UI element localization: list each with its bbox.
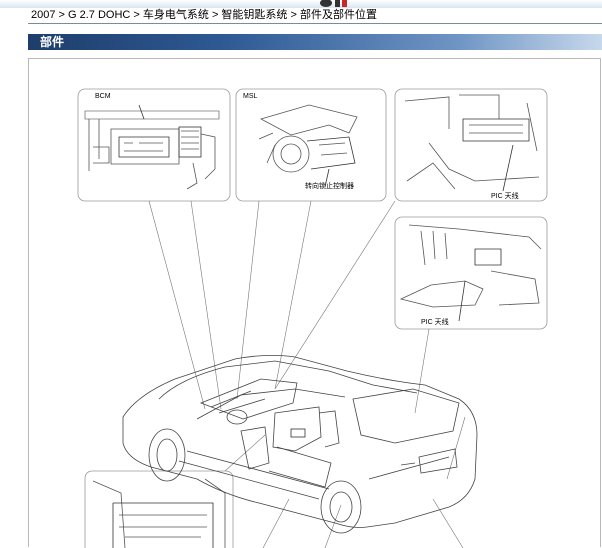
bcm-label: BCM	[95, 93, 111, 100]
bottom-left-callout	[84, 470, 234, 548]
top-strip	[0, 0, 602, 8]
pic-antenna-callout-top	[394, 88, 548, 202]
section-title: 部件	[40, 35, 65, 49]
car-illustration	[122, 355, 478, 534]
pic-antenna-label-top: PIC 天线	[491, 191, 519, 200]
section-header: 部件	[28, 34, 602, 50]
component-location-diagram: BCM MSL 转向锁止控制器 PIC 天线 PIC 天线	[28, 58, 601, 548]
leader-lines	[148, 200, 466, 548]
header-divider	[28, 23, 602, 24]
breadcrumb: 2007 > G 2.7 DOHC > 车身电气系统 > 智能钥匙系统 > 部件…	[31, 9, 377, 21]
pic-antenna-callout-mid	[394, 216, 548, 330]
diagram-svg: BCM MSL 转向锁止控制器 PIC 天线 PIC 天线	[77, 88, 548, 548]
pic-antenna-label-mid: PIC 天线	[421, 317, 449, 326]
brand-logo-icon	[320, 0, 347, 7]
bcm-callout	[77, 88, 231, 202]
msl-label: MSL	[243, 93, 258, 100]
msl-caption-label: 转向锁止控制器	[305, 181, 354, 190]
